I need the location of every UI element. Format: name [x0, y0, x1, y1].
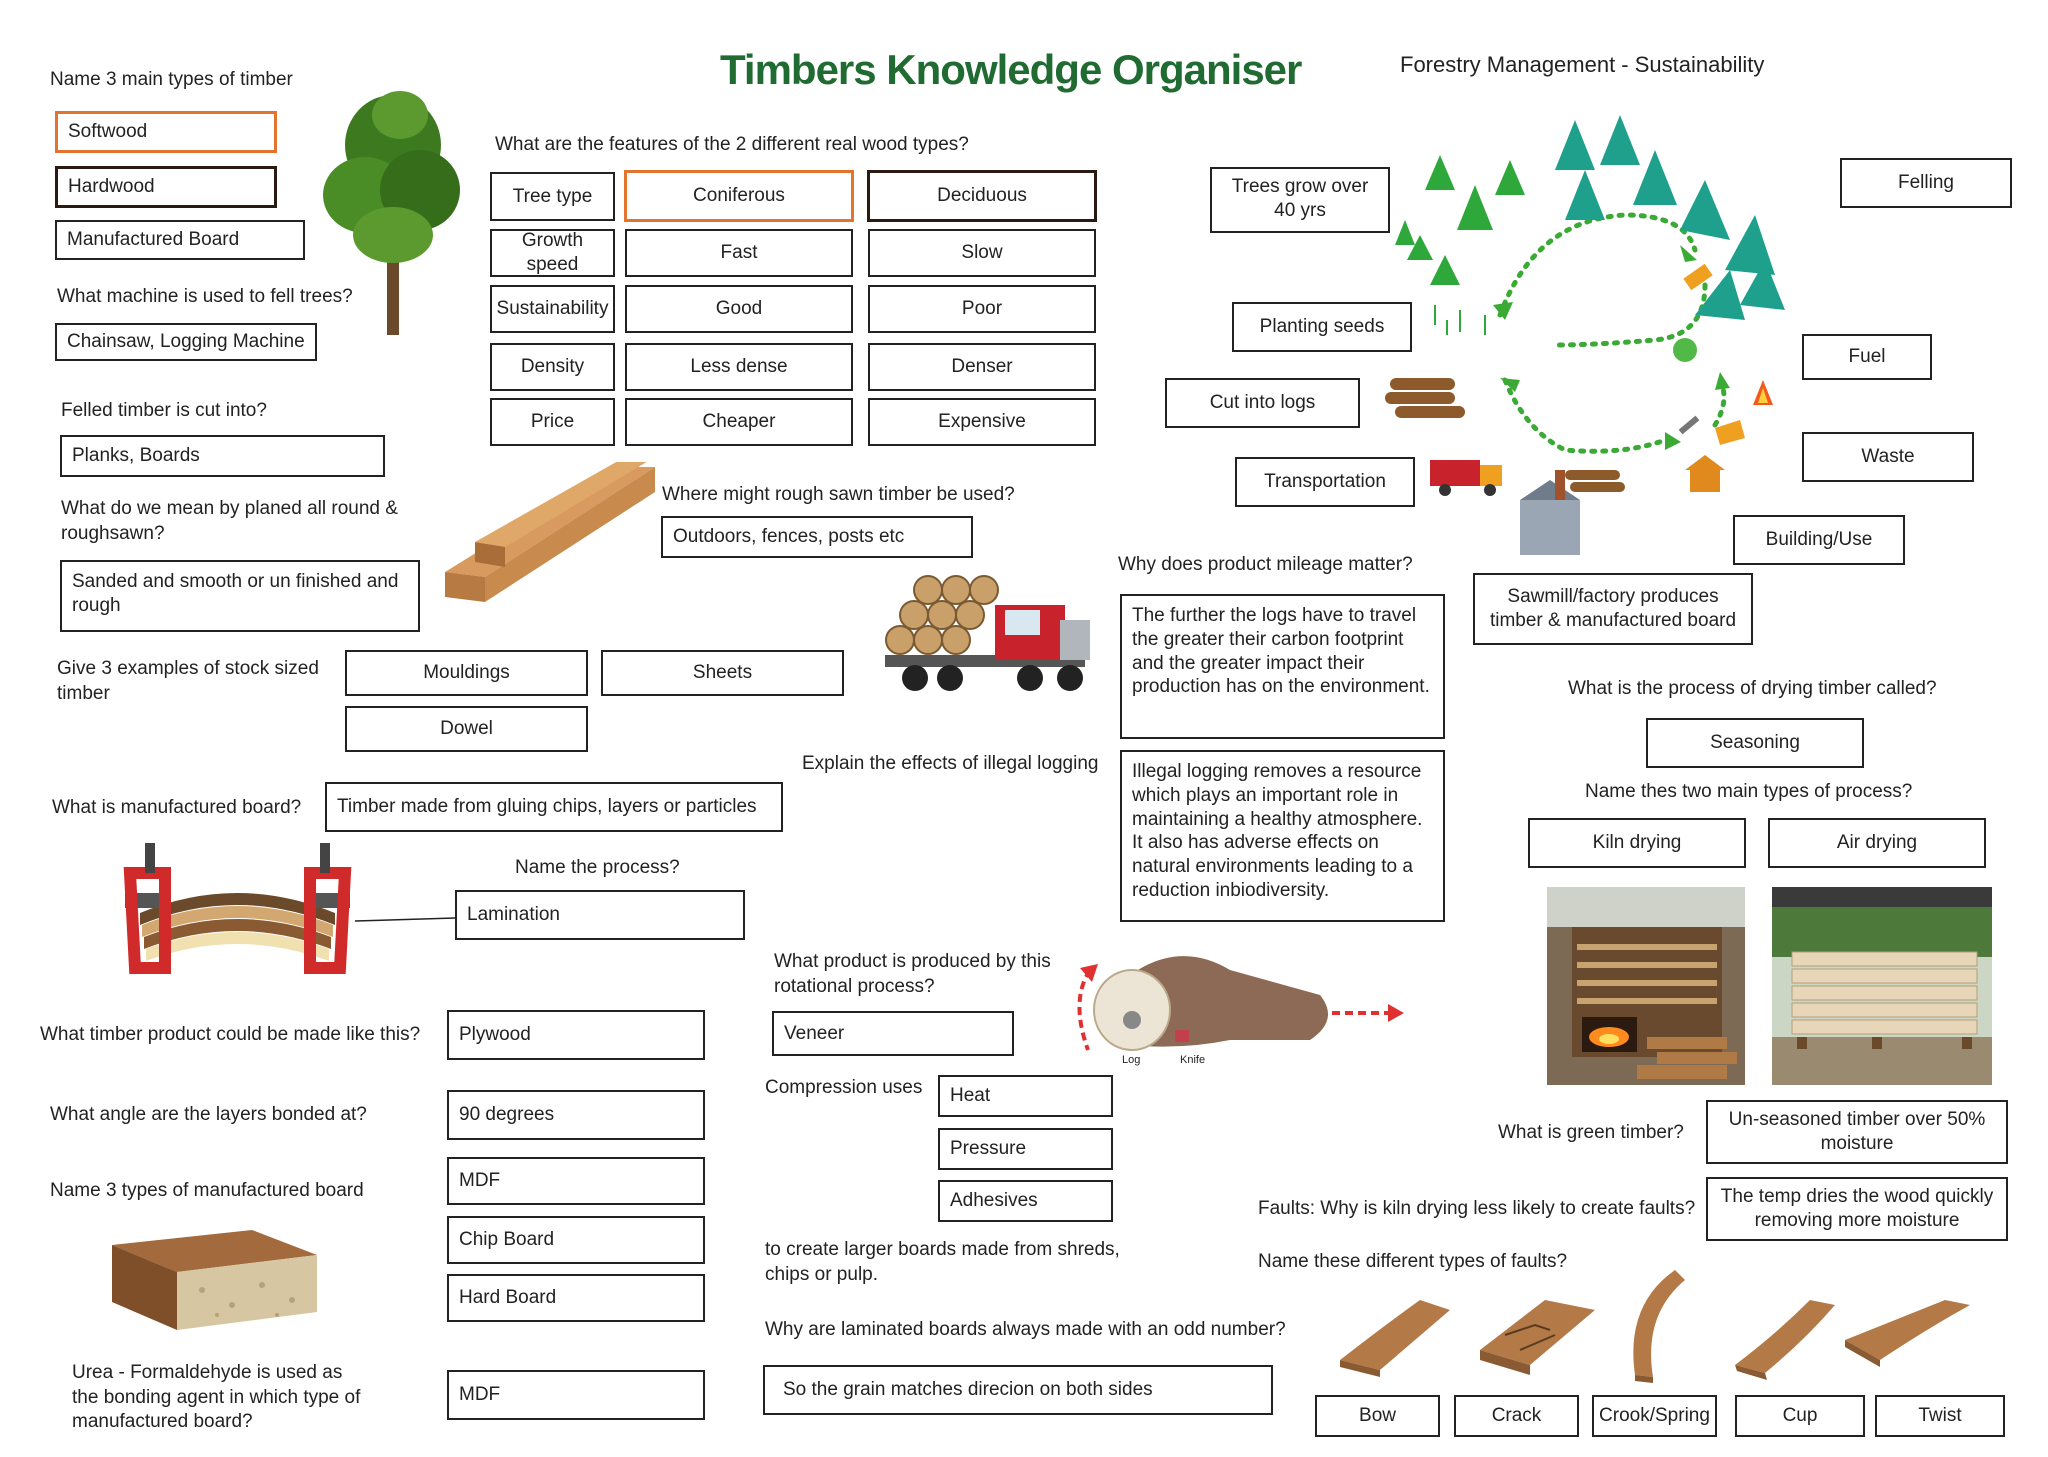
cycle-felling[interactable]: Felling [1840, 158, 2012, 208]
fault-cup[interactable]: Cup [1735, 1395, 1865, 1437]
answer-stock-sheets[interactable]: Sheets [601, 650, 844, 696]
wood-faults-illustration [1340, 1270, 1970, 1383]
answer-mileage[interactable]: The further the logs have to travel the … [1120, 594, 1445, 739]
cycle-waste[interactable]: Waste [1802, 432, 1974, 482]
answer-machine[interactable]: Chainsaw, Logging Machine [55, 323, 317, 361]
feature-sustainability-deciduous[interactable]: Poor [868, 285, 1096, 333]
compression-adhesives[interactable]: Adhesives [938, 1180, 1113, 1222]
cycle-fuel[interactable]: Fuel [1802, 334, 1932, 380]
fault-twist[interactable]: Twist [1875, 1395, 2005, 1437]
cycle-trees-grow[interactable]: Trees grow over 40 yrs [1210, 167, 1390, 233]
q-timber-types: Name 3 main types of timber [50, 69, 293, 90]
answer-urea[interactable]: MDF [447, 1370, 705, 1420]
kiln-drying-photo [1547, 887, 1745, 1085]
answer-process[interactable]: Lamination [455, 890, 745, 940]
fault-crack[interactable]: Crack [1454, 1395, 1579, 1437]
q-machine: What machine is used to fell trees? [57, 286, 353, 307]
q-felled: Felled timber is cut into? [61, 400, 267, 421]
cycle-building-use[interactable]: Building/Use [1733, 515, 1905, 565]
compression-heat[interactable]: Heat [938, 1075, 1113, 1117]
cycle-cut-into-logs[interactable]: Cut into logs [1165, 378, 1360, 428]
answer-rotational[interactable]: Veneer [772, 1011, 1014, 1056]
q-rotational: What product is produced by this rotatio… [774, 951, 1051, 997]
cycle-planting-seeds[interactable]: Planting seeds [1232, 302, 1412, 352]
q-process-types: Name thes two main types of process? [1585, 781, 1913, 802]
answer-seasoning[interactable]: Seasoning [1646, 718, 1864, 768]
answer-air-drying[interactable]: Air drying [1768, 818, 1986, 868]
feature-price-deciduous[interactable]: Expensive [868, 398, 1096, 446]
answer-kiln-faults[interactable]: The temp dries the wood quickly removing… [1706, 1177, 2008, 1241]
q-illegal-logging: Explain the effects of illegal logging [802, 753, 1099, 774]
feature-coniferous[interactable]: Coniferous [624, 170, 854, 222]
q-drying: What is the process of drying timber cal… [1568, 678, 1937, 699]
knife-label: Knife [1180, 1054, 1206, 1066]
feature-growth-deciduous[interactable]: Slow [868, 229, 1096, 277]
answer-stock-mouldings[interactable]: Mouldings [345, 650, 588, 696]
feature-density-coniferous[interactable]: Less dense [625, 343, 853, 391]
lamination-clamp-illustration [123, 843, 352, 974]
chipboard-illustration [112, 1230, 317, 1330]
q-angle: What angle are the layers bonded at? [50, 1104, 367, 1125]
planks-illustration [445, 462, 655, 602]
answer-kiln-drying[interactable]: Kiln drying [1528, 818, 1746, 868]
feature-label-density: Density [490, 343, 615, 391]
answer-board-chipboard[interactable]: Chip Board [447, 1216, 705, 1264]
q-stock: Give 3 examples of stock sized timber [57, 658, 319, 704]
answer-manufactured-board-def[interactable]: Timber made from gluing chips, layers or… [325, 782, 783, 832]
answer-stock-dowel[interactable]: Dowel [345, 706, 588, 752]
answer-softwood[interactable]: Softwood [55, 111, 277, 153]
answer-angle[interactable]: 90 degrees [447, 1090, 705, 1140]
compression-note: to create larger boards made from shreds… [765, 1239, 1120, 1285]
answer-planed[interactable]: Sanded and smooth or un finished and rou… [60, 560, 420, 632]
answer-manufactured-board[interactable]: Manufactured Board [55, 220, 305, 260]
feature-label-price: Price [490, 398, 615, 446]
cycle-sawmill[interactable]: Sawmill/factory produces timber & manufa… [1473, 573, 1753, 645]
air-drying-photo [1772, 887, 1992, 1085]
compression-label: Compression uses [765, 1077, 923, 1098]
feature-label-tree-type: Tree type [490, 172, 615, 221]
answer-green-timber[interactable]: Un-seasoned timber over 50% moisture [1706, 1100, 2008, 1164]
q-rough-sawn: Where might rough sawn timber be used? [662, 484, 1015, 505]
answer-illegal-logging[interactable]: Illegal logging removes a resource which… [1120, 750, 1445, 922]
feature-price-coniferous[interactable]: Cheaper [625, 398, 853, 446]
log-label: Log [1122, 1054, 1141, 1066]
page-title: Timbers Knowledge Organiser [720, 46, 1302, 93]
feature-deciduous[interactable]: Deciduous [867, 170, 1097, 222]
q-manufactured-board: What is manufactured board? [52, 797, 302, 818]
q-planed: What do we mean by planed all round & ro… [61, 498, 398, 544]
q-process: Name the process? [515, 857, 680, 878]
logging-truck-illustration [885, 575, 1090, 691]
feature-label-growth-speed: Growth speed [490, 229, 615, 277]
q-mileage: Why does product mileage matter? [1118, 554, 1413, 575]
forestry-cycle-illustration [1385, 115, 1785, 555]
q-kiln-faults: Faults: Why is kiln drying less likely t… [1258, 1198, 1696, 1219]
fault-bow[interactable]: Bow [1315, 1395, 1440, 1437]
tree-illustration [323, 91, 460, 335]
answer-board-mdf[interactable]: MDF [447, 1157, 705, 1205]
answer-odd-number[interactable]: So the grain matches direcion on both si… [763, 1365, 1273, 1415]
q-product: What timber product could be made like t… [40, 1024, 421, 1045]
feature-label-sustainability: Sustainability [490, 285, 615, 333]
cycle-transportation[interactable]: Transportation [1235, 457, 1415, 507]
answer-product[interactable]: Plywood [447, 1010, 705, 1060]
answer-rough-sawn[interactable]: Outdoors, fences, posts etc [661, 516, 973, 558]
answer-board-hardboard[interactable]: Hard Board [447, 1274, 705, 1322]
feature-density-deciduous[interactable]: Denser [868, 343, 1096, 391]
feature-sustainability-coniferous[interactable]: Good [625, 285, 853, 333]
q-fault-types: Name these different types of faults? [1258, 1251, 1568, 1272]
q-odd-number: Why are laminated boards always made wit… [765, 1319, 1286, 1340]
answer-hardwood[interactable]: Hardwood [55, 166, 277, 208]
connector-line [355, 917, 455, 922]
fault-crook-spring[interactable]: Crook/Spring [1592, 1395, 1717, 1437]
q-green-timber: What is green timber? [1498, 1122, 1684, 1143]
rotary-veneer-illustration [1077, 956, 1404, 1051]
q-board-types: Name 3 types of manufactured board [50, 1180, 364, 1201]
q-urea: Urea - Formaldehyde is used as the bondi… [72, 1362, 361, 1433]
answer-felled[interactable]: Planks, Boards [60, 435, 385, 477]
feature-growth-coniferous[interactable]: Fast [625, 229, 853, 277]
q-features: What are the features of the 2 different… [495, 134, 969, 155]
compression-pressure[interactable]: Pressure [938, 1128, 1113, 1170]
forestry-title: Forestry Management - Sustainability [1400, 52, 1765, 77]
